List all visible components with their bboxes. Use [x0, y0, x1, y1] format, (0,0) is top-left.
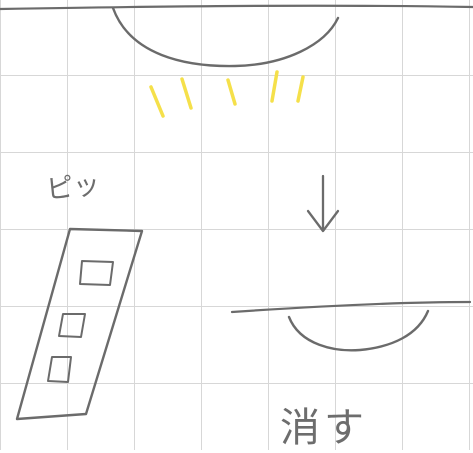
light-ray — [298, 77, 303, 101]
remote-beep-label: ピッ — [44, 162, 102, 206]
remote-button — [48, 357, 71, 382]
remote-button — [59, 314, 85, 337]
remote-button — [80, 261, 113, 285]
ceiling-lamp-on — [113, 8, 338, 66]
ceiling-line — [0, 6, 473, 9]
ceiling-line-after — [232, 302, 470, 312]
light-ray — [272, 72, 277, 101]
remote-control — [17, 229, 142, 419]
remote-body — [17, 229, 142, 419]
light-ray — [151, 87, 163, 116]
down-arrow-icon — [308, 176, 338, 231]
light-ray — [228, 80, 235, 104]
light-rays — [151, 72, 303, 116]
turn-off-label: 消す — [280, 395, 368, 453]
ceiling-lamp-off — [289, 311, 428, 350]
light-ray — [182, 79, 191, 108]
